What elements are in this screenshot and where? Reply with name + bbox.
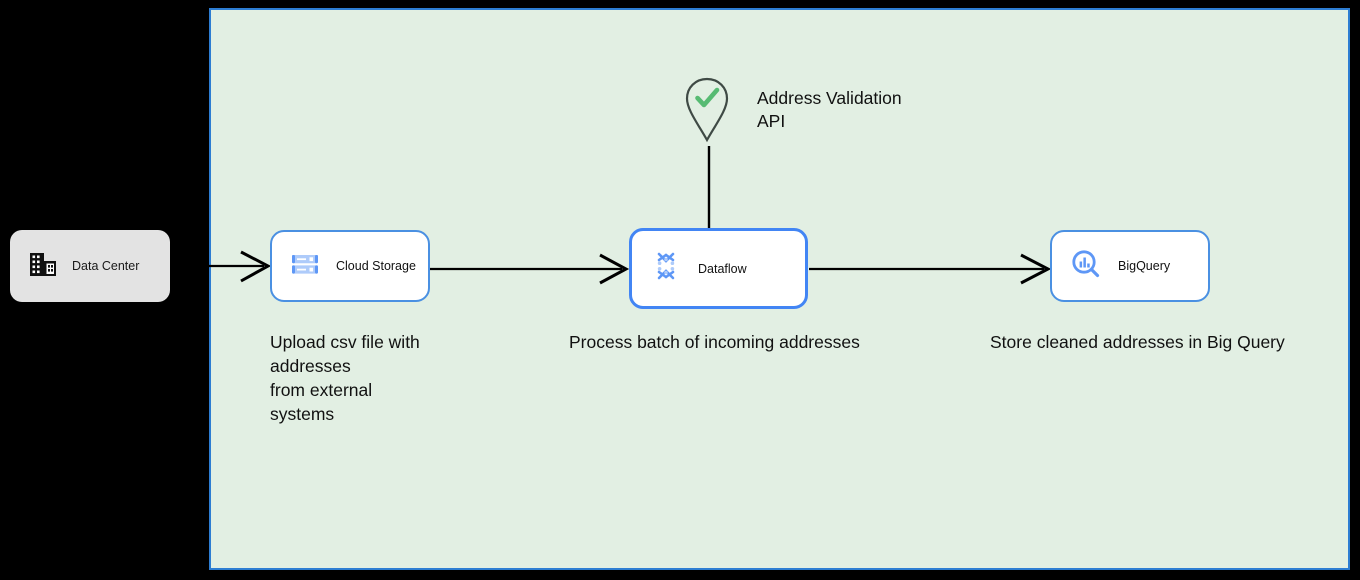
node-address-validation-api[interactable]: Address Validation API	[684, 76, 902, 149]
caption-cloud-storage: Upload csv file with addresses from exte…	[270, 332, 420, 424]
caption-dataflow: Process batch of incoming addresses	[569, 332, 860, 352]
node-data-center[interactable]: Data Center	[10, 230, 170, 302]
caption-bigquery: Store cleaned addresses in Big Query	[990, 332, 1285, 352]
data-center-building-icon	[28, 249, 58, 284]
node-dataflow[interactable]: Dataflow	[629, 228, 808, 309]
cloud-storage-icon	[290, 249, 320, 284]
node-label-data-center: Data Center	[72, 259, 140, 273]
bigquery-icon	[1070, 248, 1102, 285]
node-label-bigquery: BigQuery	[1118, 259, 1171, 273]
node-label-dataflow: Dataflow	[698, 261, 747, 276]
label-address-validation-api: Address Validation API	[757, 88, 902, 131]
node-cloud-storage[interactable]: Cloud Storage	[270, 230, 430, 302]
dataflow-icon	[650, 250, 682, 287]
node-label-cloud-storage: Cloud Storage	[336, 259, 416, 273]
node-bigquery[interactable]: BigQuery	[1050, 230, 1210, 302]
map-pin-check-icon	[684, 76, 730, 149]
